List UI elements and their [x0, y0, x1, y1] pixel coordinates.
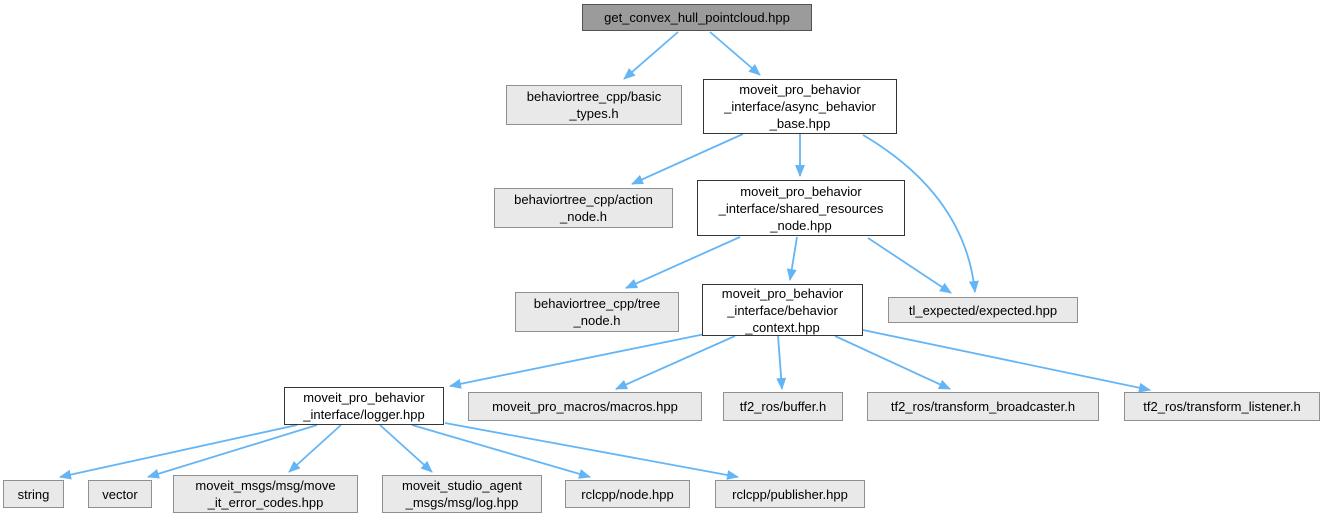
- edge-behavior_context-to-buffer: [776, 335, 787, 390]
- graph-node-action_node: behaviortree_cpp/action _node.h: [494, 188, 673, 228]
- graph-node-transform_broadcaster: tf2_ros/transform_broadcaster.h: [867, 392, 1099, 421]
- graph-node-logger[interactable]: moveit_pro_behavior _interface/logger.hpp: [284, 387, 444, 425]
- node-label-line: vector: [102, 486, 138, 502]
- node-label-line: string: [17, 486, 50, 502]
- edge-logger-to-publisher_hpp: [444, 422, 739, 480]
- edge-behavior_context-to-transform_listener: [862, 329, 1151, 393]
- node-label-line: behaviortree_cpp/basic: [526, 89, 662, 104]
- edge-shared_resources_node-to-tree_node: [625, 236, 741, 289]
- graph-node-log_msg: moveit_studio_agent _msgs/msg/log.hpp: [382, 475, 542, 513]
- graph-node-move_it_error_codes: moveit_msgs/msg/move _it_error_codes.hpp: [173, 475, 358, 513]
- graph-node-transform_listener: tf2_ros/transform_listener.h: [1124, 392, 1320, 421]
- edge-get_convex_hull_pointcloud-to-basic_types: [623, 31, 679, 80]
- edge-async_behavior_base-to-tl_expected: [862, 134, 979, 293]
- graph-node-tl_expected: tl_expected/expected.hpp: [888, 297, 1078, 323]
- node-label-line: _msgs/msg/log.hpp: [405, 495, 519, 510]
- edge-behavior_context-to-transform_broadcaster: [834, 335, 951, 390]
- node-label-line: moveit_pro_macros/macros.hpp: [492, 399, 678, 414]
- node-label-line: moveit_pro_behavior: [740, 183, 862, 199]
- graph-node-get_convex_hull_pointcloud: get_convex_hull_pointcloud.hpp: [582, 4, 812, 31]
- graph-node-basic_types: behaviortree_cpp/basic _types.h: [506, 85, 682, 125]
- node-label-line: get_convex_hull_pointcloud.hpp: [604, 10, 790, 25]
- node-label-line: moveit_pro_behavior: [739, 82, 861, 97]
- graph-node-tree_node: behaviortree_cpp/tree _node.h: [515, 292, 679, 332]
- node-label-line: _interface/shared_resources: [718, 200, 884, 216]
- edge-async_behavior_base-to-action_node: [631, 133, 744, 185]
- node-label-line: _interface/async_behavior: [724, 99, 876, 114]
- node-label-line: moveit_pro_behavior: [721, 285, 844, 301]
- edge-behavior_context-to-macros: [615, 335, 736, 390]
- edge-logger-to-log_msg: [379, 424, 433, 473]
- node-label-line: tf2_ros/buffer.h: [739, 399, 827, 414]
- node-label-line: _node.h: [573, 313, 621, 328]
- graph-node-node_hpp: rclcpp/node.hpp: [565, 480, 690, 508]
- node-label-line: _context.hpp: [745, 319, 820, 335]
- node-label-line: behaviortree_cpp/tree: [533, 296, 661, 311]
- edge-behavior_context-to-logger: [449, 333, 706, 389]
- edge-shared_resources_node-to-tl_expected: [867, 237, 952, 294]
- node-label-line: _types.h: [569, 106, 619, 121]
- node-label-line: _base.hpp: [769, 116, 831, 131]
- node-label-line: _interface/behavior: [727, 302, 838, 318]
- node-label-line: rclcpp/node.hpp: [581, 486, 674, 502]
- node-label-line: moveit_pro_behavior: [303, 390, 425, 405]
- graph-node-async_behavior_base[interactable]: moveit_pro_behavior _interface/async_beha…: [703, 79, 897, 134]
- node-label-line: _it_error_codes.hpp: [207, 495, 324, 510]
- graph-node-string: string: [3, 480, 64, 508]
- node-label-line: _node.h: [560, 209, 607, 224]
- graph-node-macros: moveit_pro_macros/macros.hpp: [468, 392, 702, 421]
- graph-node-buffer: tf2_ros/buffer.h: [723, 392, 843, 421]
- edge-logger-to-string: [59, 424, 298, 480]
- node-label-line: rclcpp/publisher.hpp: [732, 486, 848, 502]
- node-label-line: tf2_ros/transform_listener.h: [1143, 399, 1301, 414]
- node-label-line: _interface/logger.hpp: [303, 407, 425, 422]
- graph-node-shared_resources_node[interactable]: moveit_pro_behavior_interface/shared_res…: [697, 180, 905, 236]
- edge-get_convex_hull_pointcloud-to-async_behavior_base: [709, 31, 761, 76]
- graph-node-publisher_hpp: rclcpp/publisher.hpp: [715, 480, 865, 508]
- graph-node-vector: vector: [88, 480, 152, 508]
- node-label-line: behaviortree_cpp/action: [514, 192, 653, 207]
- node-label-line: moveit_msgs/msg/move: [195, 478, 336, 493]
- graph-node-behavior_context[interactable]: moveit_pro_behavior_interface/behavior_c…: [702, 284, 863, 336]
- edge-logger-to-node_hpp: [411, 424, 591, 479]
- node-label-line: tf2_ros/transform_broadcaster.h: [890, 399, 1076, 414]
- node-label-line: moveit_studio_agent: [402, 478, 522, 493]
- edge-logger-to-move_it_error_codes: [288, 424, 342, 473]
- node-label-line: _node.hpp: [770, 217, 832, 233]
- edge-shared_resources_node-to-behavior_context: [786, 236, 798, 281]
- edge-logger-to-vector: [147, 424, 318, 479]
- node-label-line: tl_expected/expected.hpp: [908, 302, 1058, 318]
